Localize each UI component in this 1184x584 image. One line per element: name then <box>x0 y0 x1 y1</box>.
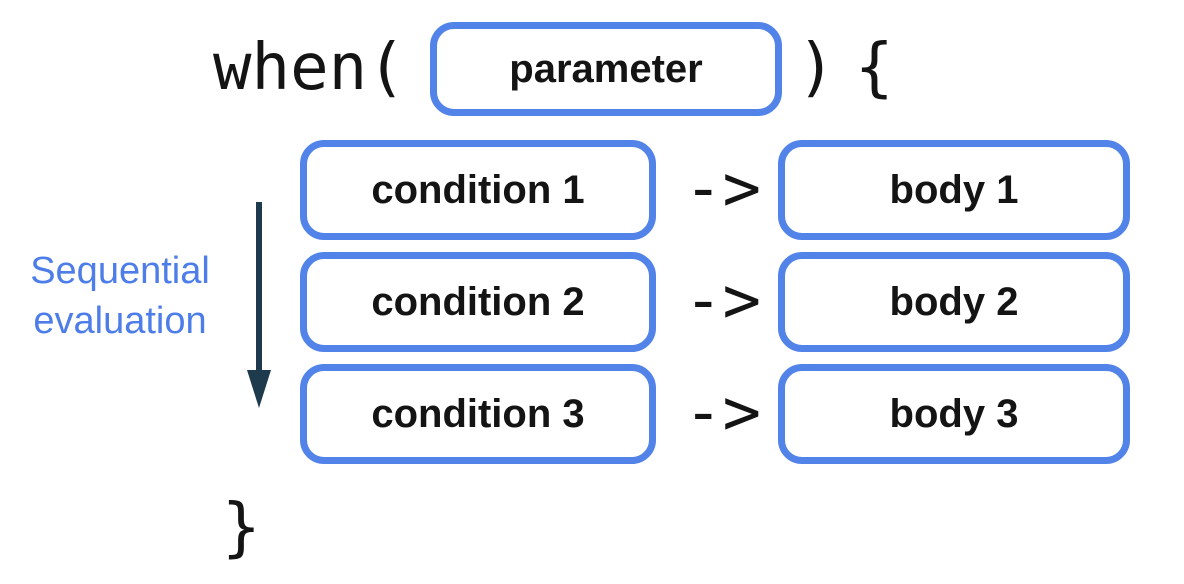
condition-1-box: condition 1 <box>300 140 656 240</box>
down-arrow-icon <box>247 202 271 408</box>
arrow-operator-3: -> <box>684 376 762 450</box>
arrow-operator-2: -> <box>684 264 762 338</box>
body-1-label: body 1 <box>889 167 1019 212</box>
condition-2-box: condition 2 <box>300 252 656 352</box>
annotation-line-2: evaluation <box>33 300 207 342</box>
condition-3-box: condition 3 <box>300 364 656 464</box>
body-1-box: body 1 <box>778 140 1130 240</box>
annotation-line-1: Sequential <box>30 250 210 292</box>
closing-brace: } <box>222 491 261 565</box>
body-2-box: body 2 <box>778 252 1130 352</box>
opening-brace: { <box>855 31 894 105</box>
sequential-evaluation-label: Sequential evaluation <box>12 246 228 346</box>
when-keyword: when( <box>213 31 406 105</box>
body-2-label: body 2 <box>889 279 1019 324</box>
condition-1-label: condition 1 <box>371 167 585 212</box>
arrow-operator-1: -> <box>684 152 762 226</box>
closing-paren: ) <box>797 31 836 105</box>
body-3-label: body 3 <box>889 391 1019 436</box>
parameter-label: parameter <box>509 46 703 91</box>
condition-3-label: condition 3 <box>371 391 585 436</box>
body-3-box: body 3 <box>778 364 1130 464</box>
condition-2-label: condition 2 <box>371 279 585 324</box>
parameter-box: parameter <box>430 22 782 116</box>
